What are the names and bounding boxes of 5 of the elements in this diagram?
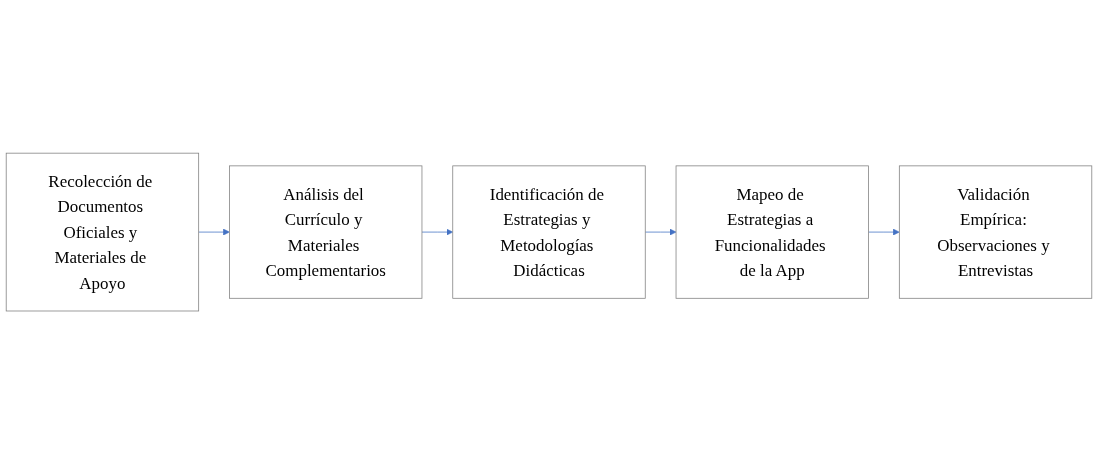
node-box: Identificación de Estrategias y Metodologías Didácticas xyxy=(452,165,646,300)
node-box: Validación Empírica: Observaciones y Entrevistas xyxy=(898,165,1093,300)
node-box: Recolección de Documentos Oficiales y Materiales de Apoyo xyxy=(5,153,200,312)
node-box: Análisis del Currículo y Materiales Complementarios xyxy=(229,165,423,300)
node-box: Mapeo de Estrategias a Funcionalidades de la App xyxy=(675,165,869,300)
